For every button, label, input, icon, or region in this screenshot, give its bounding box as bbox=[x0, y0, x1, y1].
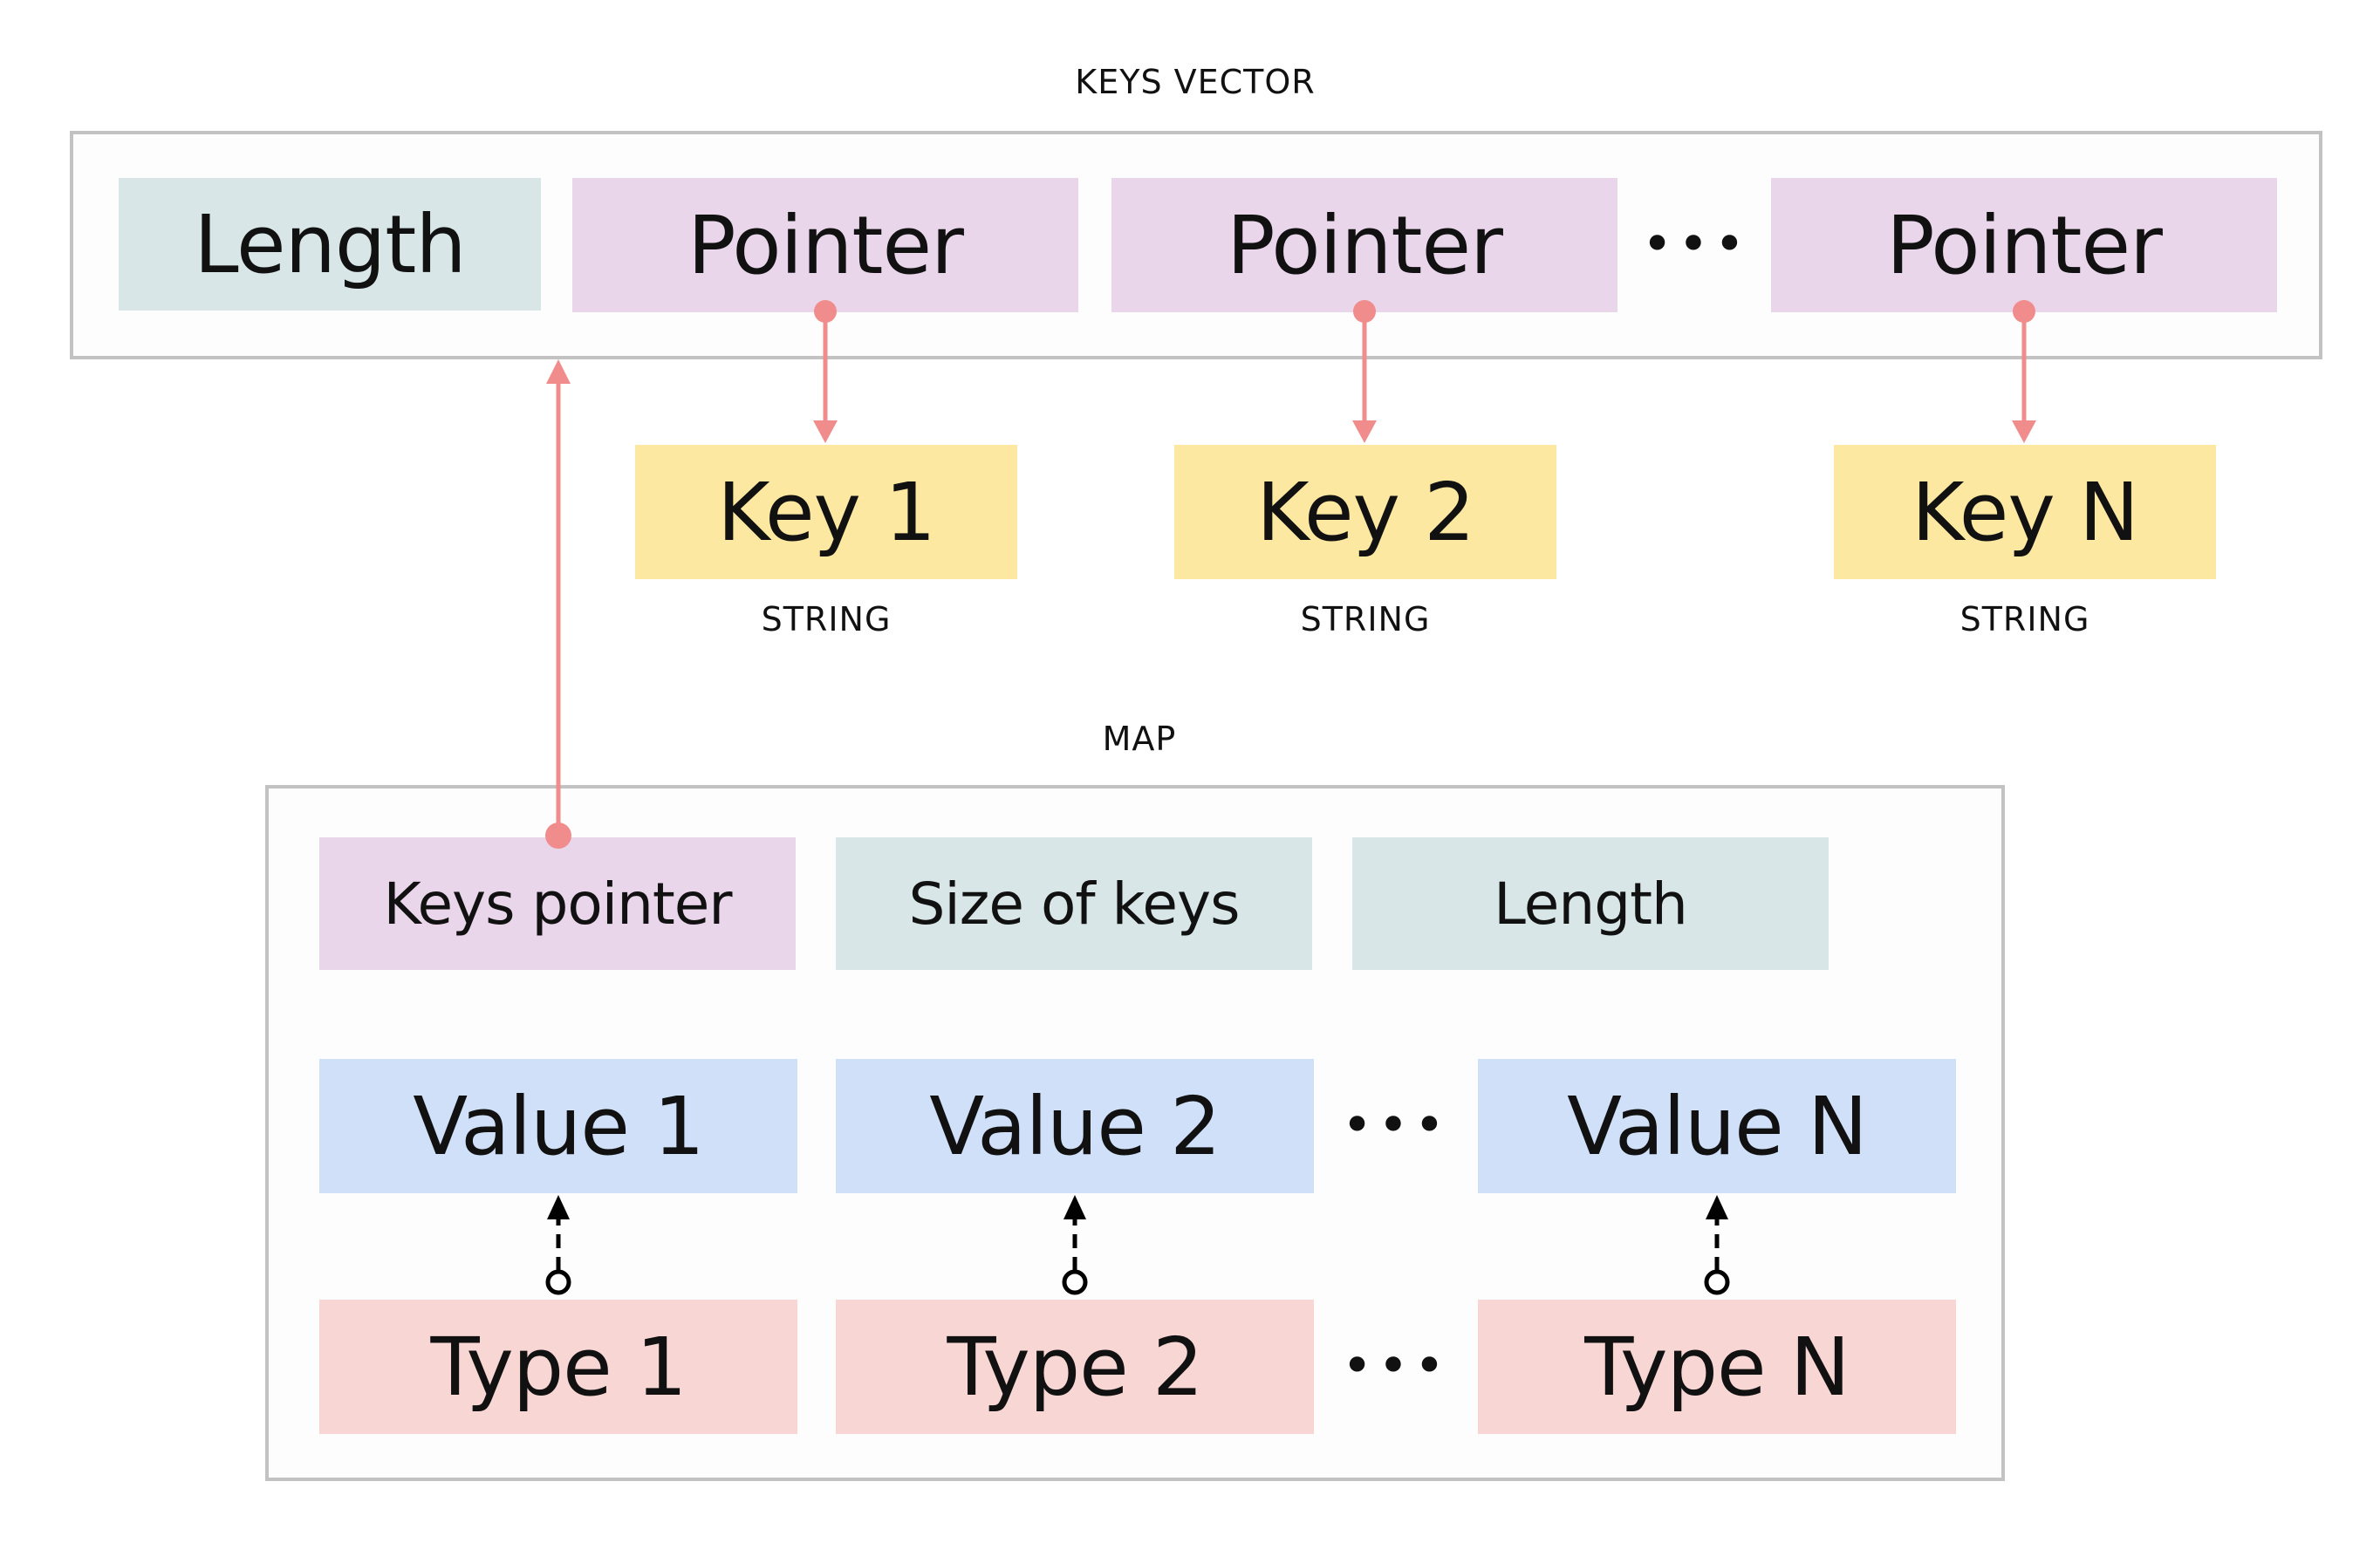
map-type-2-cell: Type 2 bbox=[836, 1300, 1314, 1434]
map-type-n-cell: Type N bbox=[1478, 1300, 1956, 1434]
map-values-ellipsis: ••• bbox=[1341, 1095, 1451, 1156]
keys-vector-pointer-1: Pointer bbox=[572, 178, 1078, 312]
key-n-cell: Key N bbox=[1834, 445, 2216, 579]
map-value-n-cell: Value N bbox=[1478, 1059, 1956, 1193]
key-1-type-caption: STRING bbox=[761, 600, 892, 638]
map-size-of-keys-cell: Size of keys bbox=[836, 837, 1312, 970]
keys-vector-ellipsis: ••• bbox=[1641, 214, 1751, 275]
key-1-cell: Key 1 bbox=[635, 445, 1017, 579]
map-caption: MAP bbox=[1102, 720, 1177, 758]
map-types-ellipsis: ••• bbox=[1341, 1335, 1451, 1396]
map-value-2-cell: Value 2 bbox=[836, 1059, 1314, 1193]
keys-vector-length-cell: Length bbox=[119, 178, 541, 311]
keys-pointer-to-keys-vector-arrow bbox=[545, 359, 571, 849]
keys-vector-pointer-n: Pointer bbox=[1771, 178, 2277, 312]
key-2-type-caption: STRING bbox=[1300, 600, 1431, 638]
key-2-cell: Key 2 bbox=[1174, 445, 1556, 579]
keys-vector-pointer-2: Pointer bbox=[1111, 178, 1617, 312]
map-length-cell: Length bbox=[1352, 837, 1829, 970]
key-n-type-caption: STRING bbox=[1959, 600, 2090, 638]
map-type-1-cell: Type 1 bbox=[319, 1300, 797, 1434]
map-value-1-cell: Value 1 bbox=[319, 1059, 797, 1193]
keys-vector-caption: KEYS VECTOR bbox=[1075, 63, 1316, 101]
map-keys-pointer-cell: Keys pointer bbox=[319, 837, 796, 970]
